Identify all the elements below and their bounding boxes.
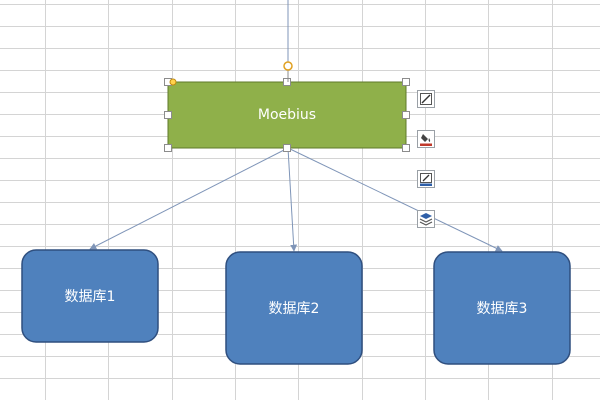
resize-handle[interactable] [164,144,172,152]
connector-to-child-1 [89,147,289,250]
connector-to-child-3 [287,147,503,252]
rotation-handle[interactable] [283,61,293,71]
child-node-3[interactable]: 数据库3 [434,252,570,364]
child-node-1-shape [21,249,159,343]
outline-color-icon [420,173,432,186]
edit-shape-button[interactable] [417,90,435,108]
root-node[interactable]: Moebius [168,82,406,148]
fill-color-button[interactable] [417,130,435,148]
child-node-2-label: 数据库2 [268,301,320,317]
arrange-layers-icon [419,213,433,226]
root-node-label: Moebius [257,107,317,123]
resize-handle[interactable] [402,111,410,119]
resize-handle[interactable] [283,144,291,152]
child-node-2-shape [225,251,363,365]
child-node-3-shape [433,251,571,365]
connector-lines [89,0,503,252]
root-node-shape [167,81,407,149]
outline-color-button[interactable] [417,170,435,188]
adjustment-handle[interactable] [169,78,177,86]
resize-handle[interactable] [164,111,172,119]
arrange-layers-button[interactable] [417,210,435,228]
selection-handles [164,61,410,152]
resize-handle[interactable] [283,78,291,86]
edit-shape-icon [420,93,432,105]
child-node-2[interactable]: 数据库2 [226,252,362,364]
resize-handle[interactable] [402,144,410,152]
resize-handle[interactable] [402,78,410,86]
connector-to-child-2 [287,147,298,252]
child-node-1-label: 数据库1 [64,289,116,305]
fill-color-icon [420,134,432,146]
child-node-1[interactable]: 数据库1 [22,250,158,342]
diagram-shapes [21,81,571,365]
child-node-3-label: 数据库3 [476,301,528,317]
